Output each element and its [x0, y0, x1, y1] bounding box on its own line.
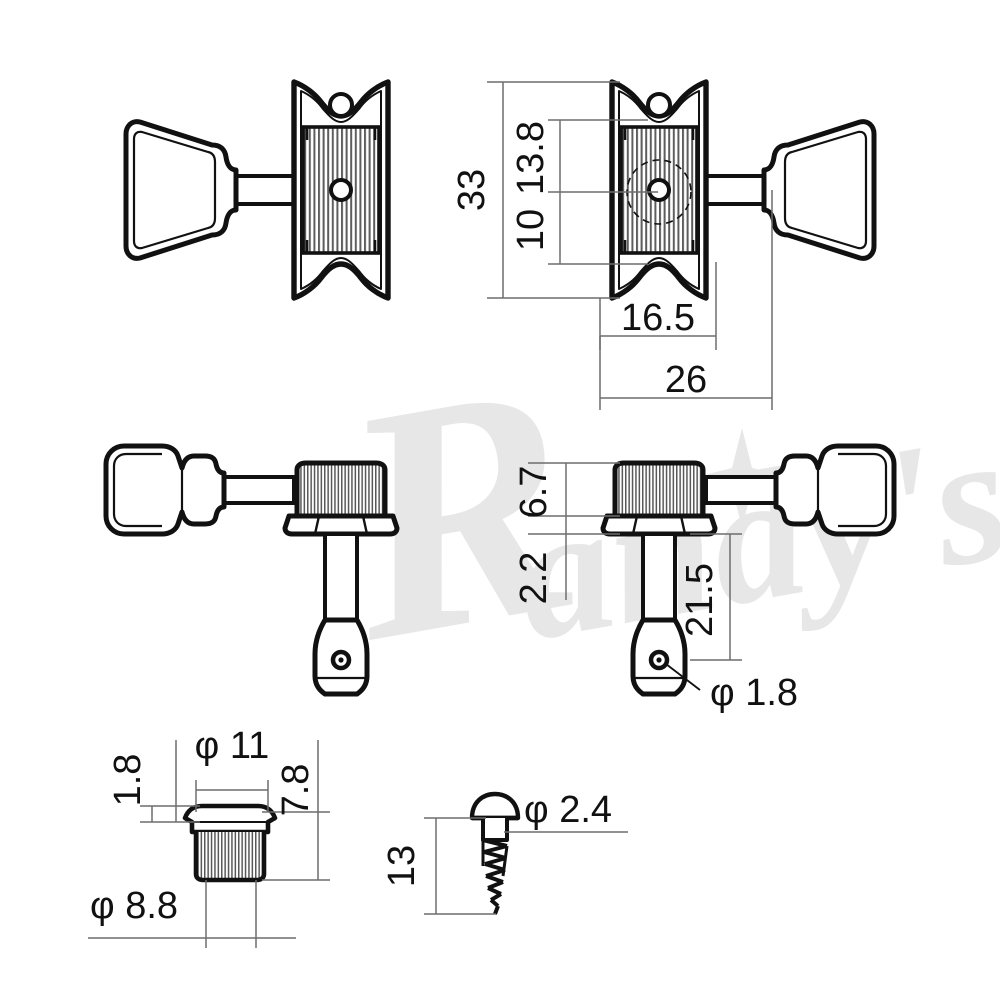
bushing-flange [182, 803, 278, 835]
tuner-side-view-left [106, 446, 397, 694]
mounting-screw-detail [469, 791, 521, 915]
side-dimension-lines [528, 462, 742, 661]
dim-screw-length: 13 [381, 845, 423, 887]
dim-hole-spacing-lower: 10 [510, 209, 552, 251]
dim-screw-head-diameter: φ 2.4 [524, 789, 612, 831]
screw-head [469, 791, 521, 821]
tuner-housing-and-post [285, 463, 397, 694]
string-hole-leader-line [665, 663, 701, 691]
tuner-button-keystone [764, 122, 874, 259]
dim-flange-height: 2.2 [513, 552, 555, 605]
dim-overall-width: 26 [665, 359, 707, 401]
bushing-dimension-lines [88, 740, 330, 948]
dim-housing-height: 6.7 [513, 466, 555, 519]
tuner-button-keystone [126, 122, 236, 259]
dim-hole-spacing-upper: 13.8 [510, 121, 552, 195]
tuner-plan-view-left [126, 82, 388, 298]
screw-shank [481, 818, 509, 842]
tuner-shaft [234, 174, 300, 206]
tuner-side-view-right [603, 446, 894, 694]
dim-overall-height: 33 [451, 169, 493, 211]
dim-string-hole-diameter: φ 1.8 [710, 672, 798, 714]
dim-flange-thickness: 1.8 [107, 754, 149, 807]
screw-threads [482, 838, 508, 915]
dim-plate-width: 16.5 [621, 297, 695, 339]
bushing-detail-view [182, 803, 278, 883]
bushing-body [196, 832, 264, 880]
tuner-base-plate [612, 82, 706, 298]
tuner-shaft [222, 475, 296, 505]
screw-dimension-lines [424, 817, 628, 915]
tuner-shaft [704, 475, 778, 505]
tuner-button-side [106, 446, 224, 534]
tuner-plan-view-right [612, 82, 874, 298]
plan-dimension-lines [487, 81, 773, 410]
tuner-base-plate [294, 82, 388, 298]
tuner-shaft [700, 174, 766, 206]
dim-bushing-height: 7.8 [275, 764, 317, 817]
dim-post-length: 21.5 [679, 563, 721, 637]
dim-flange-diameter: φ 11 [195, 725, 270, 767]
dim-body-diameter: φ 8.8 [90, 885, 178, 927]
tuner-button-side [776, 446, 894, 534]
